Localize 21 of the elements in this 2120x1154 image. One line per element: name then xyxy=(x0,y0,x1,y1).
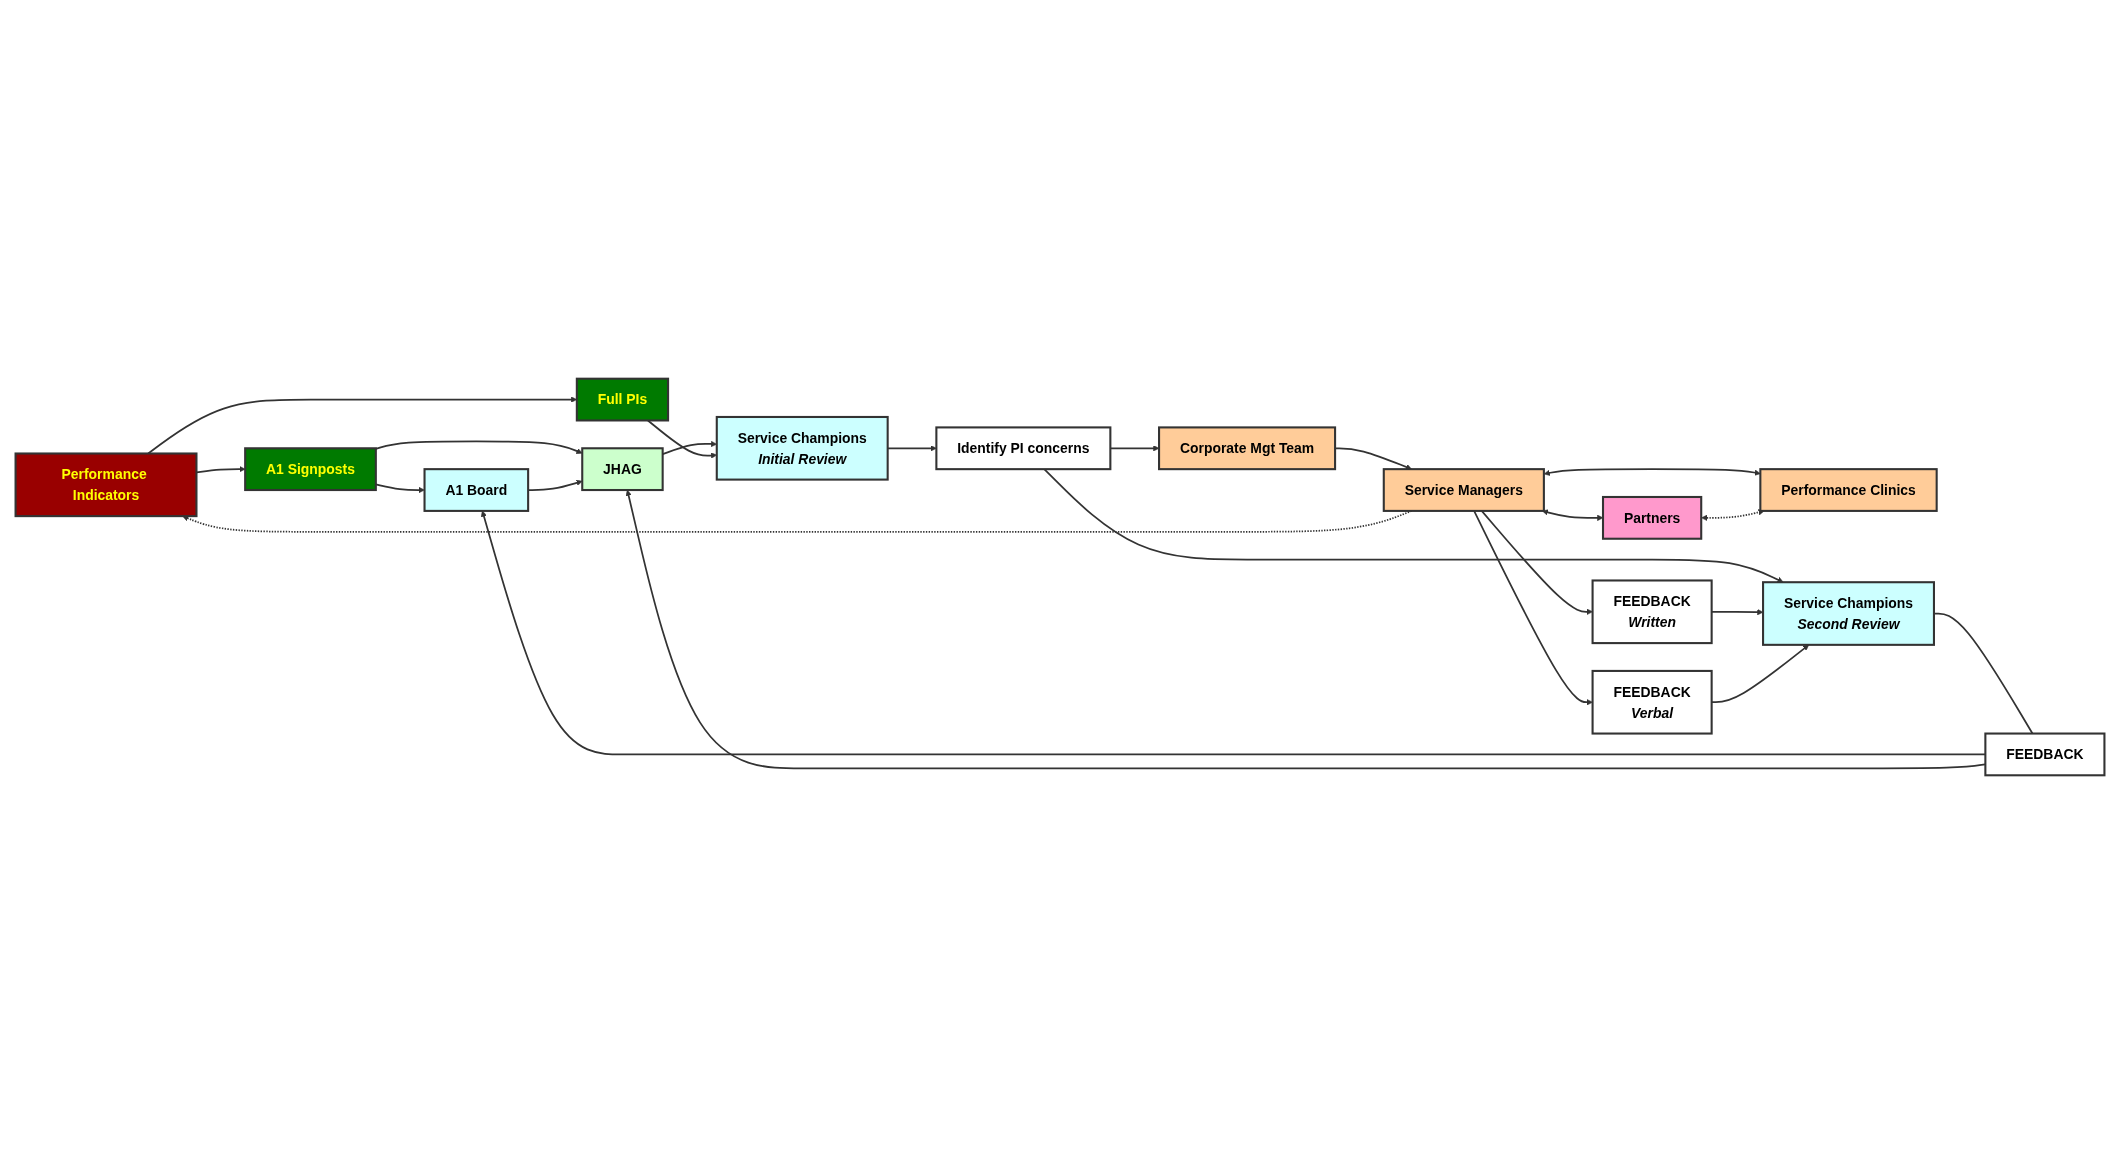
node-box: FEEDBACK Verbal xyxy=(1591,669,1713,735)
node-box: Performance Indicators xyxy=(14,452,198,518)
node-box: Identify PI concerns xyxy=(935,426,1112,471)
node-box: JHAG xyxy=(581,447,664,492)
node-box: Service Champions Second Review xyxy=(1762,581,1935,646)
arrow xyxy=(1480,510,1593,615)
arrow xyxy=(1542,509,1604,521)
arrow xyxy=(1473,510,1593,706)
node-box: Corporate Mgt Team xyxy=(1158,426,1337,471)
arrow xyxy=(1701,509,1765,521)
arrow xyxy=(1543,468,1761,476)
node-box: A1 Signposts xyxy=(244,447,377,492)
node-box: Service Champions Initial Review xyxy=(715,415,889,481)
arrow xyxy=(374,440,583,454)
node-box: Service Managers xyxy=(1382,468,1545,512)
node-box: Full PIs xyxy=(575,377,670,422)
node-box: A1 Board xyxy=(423,468,530,512)
node-box: Partners xyxy=(1601,495,1703,540)
node-box: FEEDBACK Written xyxy=(1591,579,1713,645)
node-box: Performance Clinics xyxy=(1759,468,1938,512)
node-box: FEEDBACK xyxy=(1984,732,2106,777)
